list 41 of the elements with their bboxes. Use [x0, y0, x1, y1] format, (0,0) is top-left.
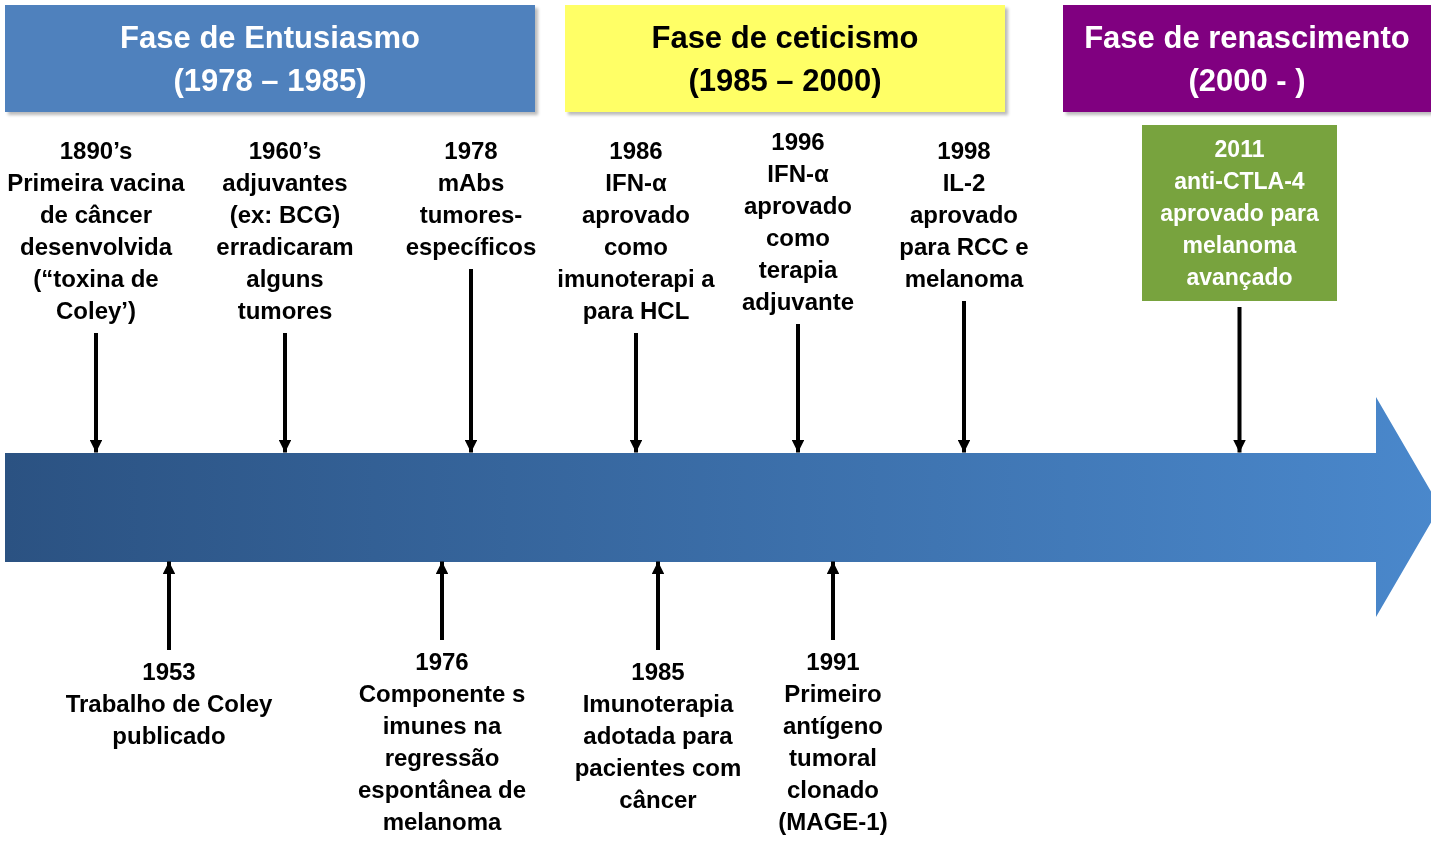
arrow [651, 561, 665, 650]
event-year: 1986 [608, 136, 664, 166]
arrow [791, 324, 805, 453]
event-year: 1978 [443, 136, 499, 166]
event-year: 1953 [141, 657, 197, 687]
event-box [1142, 125, 1337, 301]
event-year: 1998 [936, 136, 992, 166]
event-year: 1985 [630, 657, 686, 687]
event-year: 1991 [805, 647, 861, 677]
event-description: mAbs tumores-específicos [404, 168, 538, 262]
event-description: Componente s imunes na regressão espontânea de melanoma [356, 679, 527, 837]
phase-title: Fase de ceticismo (1985 – 2000) [650, 18, 920, 100]
event-year: 1960’s [247, 136, 323, 166]
arrow [278, 333, 292, 453]
event-description: adjuvantes (ex: BCG) erradicaram alguns tumores [215, 168, 355, 326]
arrow [162, 561, 176, 650]
arrow [629, 333, 643, 453]
arrow [435, 561, 449, 640]
event-description: IFN-α aprovado como imunoterapi a para HCL [556, 168, 716, 326]
arrow [826, 561, 840, 640]
event-year: 2011 [1213, 135, 1266, 164]
event-description: IFN-α aprovado como terapia adjuvante [741, 159, 855, 317]
arrow [464, 269, 478, 453]
event-description: anti-CTLA-4 aprovado para melanoma avançado [1159, 167, 1320, 292]
arrow [957, 301, 971, 453]
event-description: Imunoterapia adotada para pacientes com câncer [573, 689, 743, 815]
phase-title: Fase de Entusiasmo (1978 – 1985) [119, 18, 421, 100]
phase-title: Fase de renascimento (2000 - ) [1083, 18, 1411, 100]
phase-banner [5, 5, 535, 112]
event-description: Primeiro antígeno tumoral clonado (MAGE-1) [777, 679, 889, 837]
arrow [89, 333, 103, 453]
arrow [1233, 307, 1246, 453]
event-description: IL-2 aprovado para RCC e melanoma [898, 168, 1030, 294]
event-year: 1976 [414, 647, 470, 677]
event-description: Primeira vacina de câncer desenvolvida (“toxina de Coley’) [6, 168, 186, 326]
timeline-arrow [5, 397, 1431, 617]
event-year: 1890’s [58, 136, 134, 166]
phase-banner [1063, 5, 1431, 112]
event-description: Trabalho de Coley publicado [64, 689, 274, 751]
phase-banner [565, 5, 1005, 112]
event-year: 1996 [770, 127, 826, 157]
